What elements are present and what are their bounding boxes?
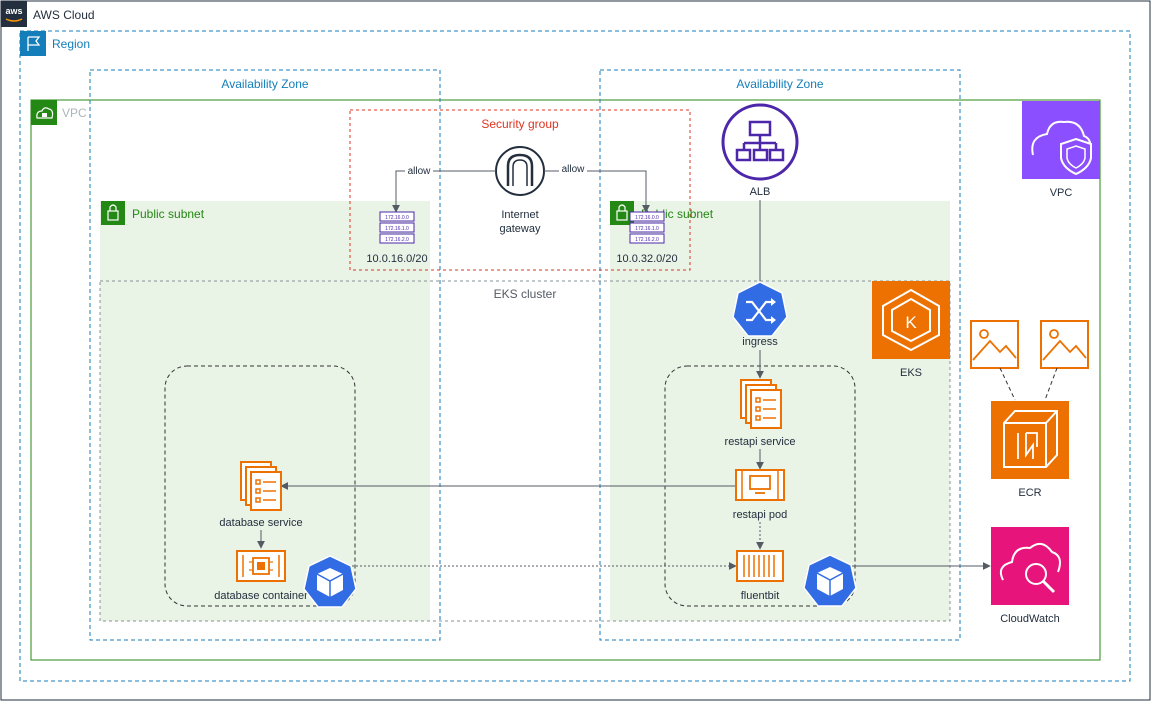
cloudwatch-service[interactable]: CloudWatch xyxy=(991,527,1069,625)
svg-text:172.16.0.0: 172.16.0.0 xyxy=(385,215,409,221)
documents-icon xyxy=(240,461,282,511)
container-icon xyxy=(735,469,785,501)
vpc-group: VPC xyxy=(30,99,1101,661)
route-table-left: 172.16.0.0 172.16.1.0 172.16.2.0 10.0.16… xyxy=(366,211,428,265)
image-link-1 xyxy=(999,367,1016,401)
fluentbit-label: fluentbit xyxy=(741,590,780,602)
svg-text:172.16.1.0: 172.16.1.0 xyxy=(385,226,409,232)
region-flag-icon xyxy=(20,31,46,56)
eks-cluster-title: EKS cluster xyxy=(494,287,557,301)
container-icon xyxy=(736,550,784,582)
subnet-left-cidr: 10.0.16.0/20 xyxy=(366,253,427,265)
namespace-left xyxy=(164,365,356,607)
eks-icon xyxy=(872,281,950,359)
route-table-icon: 172.16.0.0 172.16.1.0 172.16.2.0 xyxy=(629,211,665,244)
svg-text:172.16.2.0: 172.16.2.0 xyxy=(385,237,409,243)
aws-cloud-title: AWS Cloud xyxy=(33,8,95,22)
availability-zone-right: Availability Zone xyxy=(599,69,961,641)
availability-zone-left: Availability Zone xyxy=(89,69,441,641)
svg-text:172.16.2.0: 172.16.2.0 xyxy=(635,237,659,243)
subnet-right-cidr: 10.0.32.0/20 xyxy=(616,253,677,265)
alb-label: ALB xyxy=(750,186,771,198)
container-chip-icon xyxy=(236,550,286,582)
restapi-service[interactable]: restapi service xyxy=(725,379,796,448)
region-title: Region xyxy=(52,37,90,51)
alb[interactable]: ALB xyxy=(721,103,799,198)
restapi-service-label: restapi service xyxy=(725,436,796,448)
vpc-cloud-lock-icon xyxy=(31,100,57,125)
image-icon xyxy=(1040,320,1089,369)
internet-gateway-label-2: gateway xyxy=(500,223,541,235)
database-container[interactable]: database container xyxy=(214,550,308,602)
security-group-title: Security group xyxy=(481,117,559,131)
documents-icon xyxy=(740,379,782,429)
aws-logo-text: aws xyxy=(5,6,22,16)
ingress[interactable]: ingress xyxy=(732,281,788,348)
allow-label-right: allow xyxy=(562,164,586,175)
container-image-1 xyxy=(970,320,1019,369)
ecr-label: ECR xyxy=(1018,487,1041,499)
eks-service[interactable]: K EKS xyxy=(872,281,950,379)
database-container-label: database container xyxy=(214,590,308,602)
route-table-right: 172.16.0.0 172.16.1.0 172.16.2.0 10.0.32… xyxy=(616,211,678,265)
load-balancer-icon xyxy=(721,103,799,181)
ingress-label: ingress xyxy=(742,336,778,348)
image-link-2 xyxy=(1044,367,1058,401)
vpc-title: VPC xyxy=(62,106,87,120)
database-service-label: database service xyxy=(219,517,302,529)
container-image-2 xyxy=(1040,320,1089,369)
route-table-icon: 172.16.0.0 172.16.1.0 172.16.2.0 xyxy=(379,211,415,244)
image-icon xyxy=(970,320,1019,369)
internet-gateway-label-1: Internet xyxy=(501,209,538,221)
eks-cluster-group: EKS cluster xyxy=(99,280,951,622)
eks-label: EKS xyxy=(900,367,922,379)
restapi-pod[interactable]: restapi pod xyxy=(733,469,787,521)
internet-gateway[interactable]: Internet gateway xyxy=(495,146,545,235)
database-service[interactable]: database service xyxy=(219,461,303,529)
region-group: Region xyxy=(19,30,1131,682)
vpc-service[interactable]: VPC xyxy=(1022,101,1100,199)
svg-text:172.16.1.0: 172.16.1.0 xyxy=(635,226,659,232)
vpc-service-label: VPC xyxy=(1050,187,1073,199)
kubernetes-pod-icon xyxy=(803,554,857,607)
fluentbit[interactable]: fluentbit xyxy=(736,550,784,602)
allow-label-left: allow xyxy=(408,166,432,177)
allow-arrow-left xyxy=(392,170,496,213)
cloudwatch-label: CloudWatch xyxy=(1000,613,1060,625)
az-left-label: Availability Zone xyxy=(221,77,308,91)
ecr-service[interactable]: ECR xyxy=(991,401,1069,499)
subnet-left-title: Public subnet xyxy=(132,207,205,221)
kubernetes-pod-icon xyxy=(303,555,357,608)
restapi-pod-label: restapi pod xyxy=(733,509,787,521)
svg-text:172.16.0.0: 172.16.0.0 xyxy=(635,215,659,221)
aws-logo-icon xyxy=(1,1,27,27)
eks-glyph: K xyxy=(905,313,917,332)
az-right-label: Availability Zone xyxy=(736,77,823,91)
security-group: Security group xyxy=(349,109,691,271)
